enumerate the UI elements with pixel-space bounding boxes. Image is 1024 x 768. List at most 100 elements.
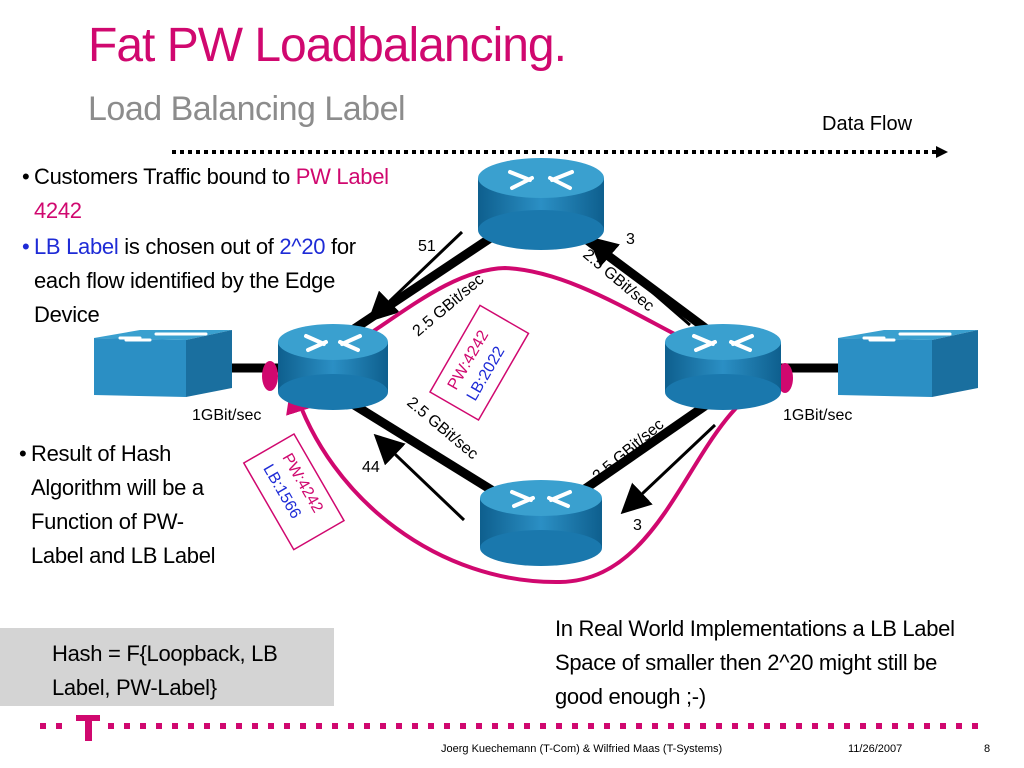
arrow-top-right: [587, 236, 691, 327]
footer-dotted-line: [40, 723, 62, 729]
slide-title: Fat PW Loadbalancing.: [88, 19, 567, 72]
bullet-2-line3: Device: [34, 302, 100, 327]
link-label-top-left: 51: [418, 238, 436, 255]
footer-dot: [684, 723, 690, 729]
footer-dot: [972, 723, 978, 729]
bullet-2-text-a: is chosen out of: [118, 234, 280, 259]
footer-dot: [860, 723, 866, 729]
note-line2: Space of smaller then 2^20 might still b…: [555, 650, 938, 675]
bullet-1-line2: 4242: [34, 198, 82, 223]
note-line1: In Real World Implementations a LB Label: [555, 616, 955, 641]
hash-formula-box: [0, 628, 334, 706]
hash-formula-text: Hash = F{Loopback, LB Label, PW-Label}: [52, 637, 278, 705]
footer-dot: [668, 723, 674, 729]
footer-dot: [844, 723, 850, 729]
footer-dot: [428, 723, 434, 729]
footer-dot: [140, 723, 146, 729]
bullet-2-lb-label: LB Label: [34, 234, 119, 259]
footer-dot: [412, 723, 418, 729]
link-label-bottom-left: 44: [362, 459, 380, 476]
edge-hash-point-left: [262, 361, 278, 391]
footer-dot: [812, 723, 818, 729]
footer-author: Joerg Kuechemann (T-Com) & Wilfried Maas…: [441, 743, 723, 755]
footer-dots: [108, 723, 978, 729]
footer-date: 11/26/2007: [848, 743, 903, 755]
footer-decoration: [40, 715, 978, 741]
bullet-3-line1: Result of Hash: [31, 441, 172, 466]
label-box-upper: PW:4242 LB:2022: [428, 304, 530, 422]
footer-dot: [476, 723, 482, 729]
arrow-bottom-right: [620, 423, 717, 515]
footer-dot: [748, 723, 754, 729]
footer-dot: [380, 723, 386, 729]
footer-dot: [364, 723, 370, 729]
footer-dot: [124, 723, 130, 729]
switch-icon: [94, 330, 232, 397]
footer-dot: [652, 723, 658, 729]
footer-dot: [444, 723, 450, 729]
link-label-bottom-right: 3: [633, 517, 642, 534]
slide-subtitle: Load Balancing Label: [88, 90, 406, 128]
footer-dot: [780, 723, 786, 729]
footer-dot: [236, 723, 242, 729]
bullet-hash-result: • Result of Hash Algorithm will be a Fun…: [19, 437, 261, 573]
real-world-note: In Real World Implementations a LB Label…: [555, 612, 955, 714]
footer-dot: [572, 723, 578, 729]
bullet-dot: •: [22, 164, 30, 189]
footer-dot: [876, 723, 882, 729]
footer-dot: [636, 723, 642, 729]
router-icon: [665, 324, 781, 410]
data-flow-label: Data Flow: [822, 113, 913, 135]
footer-dot: [188, 723, 194, 729]
footer-dot: [700, 723, 706, 729]
bullet-lb-label: • LB Label is chosen out of 2^20 for eac…: [22, 230, 434, 332]
bullet-2-text-b: for: [325, 234, 356, 259]
footer-dot: [908, 723, 914, 729]
bullet-1-text-pw-label: PW Label: [295, 164, 389, 189]
footer-dot: [604, 723, 610, 729]
footer-dot: [524, 723, 530, 729]
footer-dot: [492, 723, 498, 729]
link-label-top-right: 3: [626, 231, 635, 248]
telekom-logo: [76, 715, 100, 741]
footer-dot: [156, 723, 162, 729]
router-icon: [278, 324, 388, 410]
flow-path-lower: [286, 380, 771, 585]
footer-dot: [316, 723, 322, 729]
speed-label-bottom-right: 2.5 GBit/sec: [590, 416, 668, 485]
footer-dot: [108, 723, 114, 729]
router-icon: [478, 158, 604, 250]
footer-dot: [172, 723, 178, 729]
bullet-customers-traffic: • Customers Traffic bound to PW Label 42…: [22, 160, 434, 228]
hash-formula-line2: Label, PW-Label}: [52, 675, 217, 700]
bullet-2-exponent: 2^20: [279, 234, 326, 259]
bullet-2-line2: each flow identified by the Edge: [34, 268, 336, 293]
speed-label-access-left: 1GBit/sec: [192, 407, 261, 424]
footer-dot: [588, 723, 594, 729]
footer-dot: [924, 723, 930, 729]
footer-dot: [268, 723, 274, 729]
footer-dot: [732, 723, 738, 729]
footer-dot: [796, 723, 802, 729]
footer-dot: [956, 723, 962, 729]
footer-dot: [252, 723, 258, 729]
footer-dot: [508, 723, 514, 729]
note-line3: good enough ;-): [555, 684, 706, 709]
bullet-3-line3: Function of PW-: [31, 509, 184, 534]
router-icon: [480, 480, 602, 566]
footer-dot: [284, 723, 290, 729]
footer-dot: [940, 723, 946, 729]
footer-dot: [716, 723, 722, 729]
footer-dot: [396, 723, 402, 729]
footer-dot: [220, 723, 226, 729]
arrow-bottom-left: [373, 433, 466, 522]
hash-formula-line1: Hash = F{Loopback, LB: [52, 641, 278, 666]
footer-dot: [540, 723, 546, 729]
footer-dot: [332, 723, 338, 729]
dotted-arrow-icon: [172, 146, 948, 158]
footer-dot: [764, 723, 770, 729]
footer-dot: [828, 723, 834, 729]
footer-dot: [892, 723, 898, 729]
footer-dot: [620, 723, 626, 729]
